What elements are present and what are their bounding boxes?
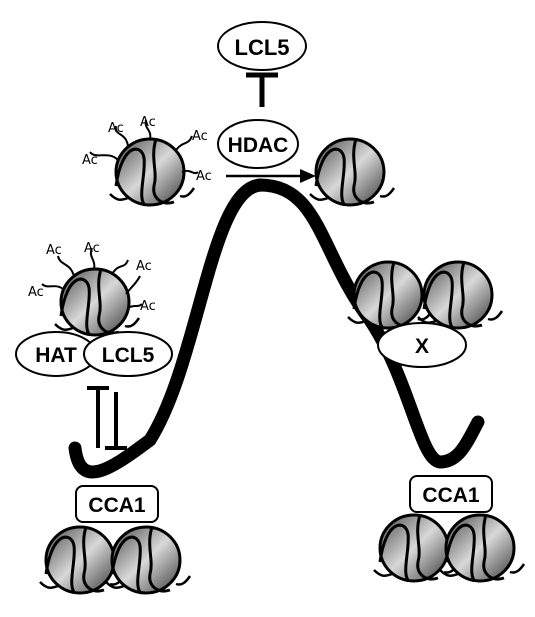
nucleosome-pair-left bbox=[38, 525, 192, 595]
ac-top-2: Ac bbox=[140, 115, 156, 130]
ac-top-4: Ac bbox=[82, 153, 98, 168]
ac-left-4: Ac bbox=[28, 285, 44, 300]
mutual-inhibition-symbol bbox=[87, 386, 127, 450]
ac-left-2: Ac bbox=[84, 241, 100, 256]
x-label: X bbox=[415, 335, 429, 358]
deacetylated-nucleosome-top bbox=[308, 137, 396, 207]
ac-left-3: Ac bbox=[136, 259, 152, 274]
activity-curve bbox=[68, 178, 485, 479]
x-oval bbox=[377, 322, 467, 368]
acetylated-nucleosome-top bbox=[89, 119, 199, 207]
lcl5-left-label: LCL5 bbox=[102, 344, 155, 367]
ac-top-5: Ac bbox=[196, 169, 212, 184]
arrowhead bbox=[300, 169, 316, 183]
hdac-label: HDAC bbox=[228, 134, 289, 157]
ac-left-1: Ac bbox=[46, 243, 62, 258]
hat-label: HAT bbox=[35, 344, 77, 367]
cca1-left-label: CCA1 bbox=[88, 494, 145, 517]
nucleosome-pair-right-upper bbox=[346, 260, 504, 330]
lcl5-top-oval bbox=[217, 21, 307, 71]
nucleosome-pair-right-lower bbox=[372, 513, 526, 583]
hdac-oval bbox=[217, 119, 299, 169]
cca1-right-label: CCA1 bbox=[422, 484, 479, 507]
lcl5-left-oval bbox=[83, 331, 173, 377]
lcl5-top-label: LCL5 bbox=[235, 35, 290, 60]
acetylated-nucleosome-left bbox=[41, 247, 143, 337]
ac-top-1: Ac bbox=[108, 121, 124, 136]
cca1-left-box bbox=[75, 485, 159, 523]
ac-top-3: Ac bbox=[192, 129, 208, 144]
ac-left-5: Ac bbox=[140, 299, 156, 314]
cca1-right-box bbox=[409, 475, 493, 513]
